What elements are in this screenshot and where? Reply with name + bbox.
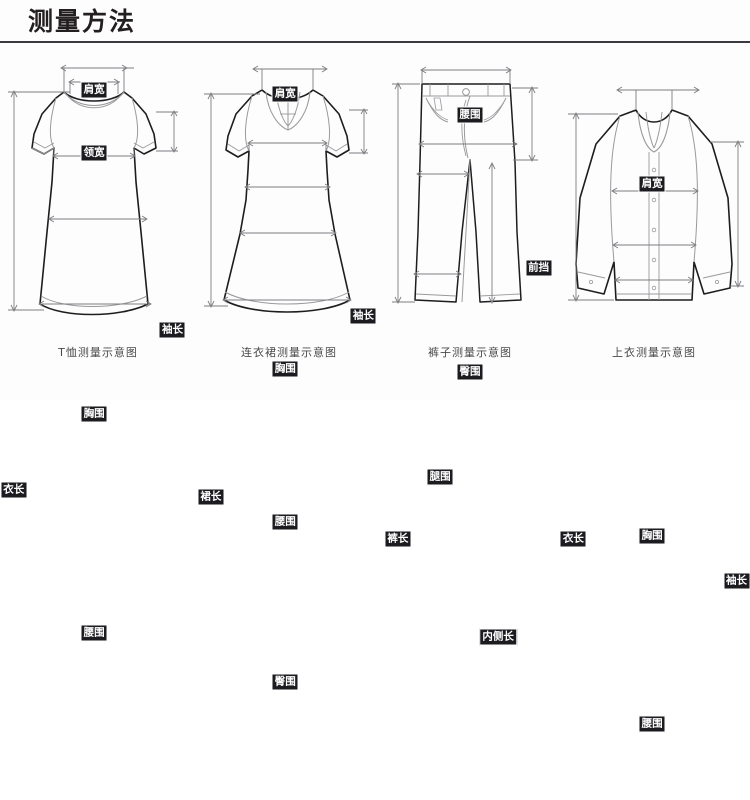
measure-label-garment-length: 衣长 [0, 481, 28, 499]
measure-label-front-rise: 前挡 [525, 259, 553, 277]
measure-label-waist: 腰围 [456, 106, 484, 124]
measure-label-hip: 臀围 [271, 673, 299, 691]
figure-caption-top: 上衣测量示意图 [612, 346, 696, 359]
title-divider [0, 41, 750, 43]
tshirt-diagram [0, 52, 196, 350]
figure-caption-tshirt: T恤测量示意图 [58, 346, 138, 359]
measure-label-shoulder-width: 肩宽 [638, 175, 666, 193]
measure-label-thigh: 腿围 [426, 468, 454, 486]
measure-label-inseam: 内侧长 [479, 628, 517, 646]
measure-label-shoulder-width: 肩宽 [80, 81, 108, 99]
measure-label-waist: 腰围 [271, 513, 299, 531]
measure-label-bust: 胸围 [271, 360, 299, 378]
top-diagram [558, 52, 750, 350]
measure-label-waist: 腰围 [638, 715, 666, 733]
measure-label-hip: 臀围 [456, 363, 484, 381]
measure-label-bust: 胸围 [80, 405, 108, 423]
measure-label-sleeve-length: 袖长 [158, 321, 186, 339]
figure-caption-pants: 裤子测量示意图 [428, 346, 512, 359]
page-title: 测量方法 [28, 7, 137, 36]
figure-panel-top: 肩宽衣长胸围袖长腰围下摆围 上衣测量示意图 [558, 52, 750, 733]
measure-label-bust: 胸围 [638, 527, 666, 545]
pants-diagram [382, 52, 558, 350]
measure-label-sleeve-length: 袖长 [723, 572, 750, 590]
figure-panel-dress: 肩宽袖长胸围裙长腰围臀围下摆围 连衣裙测量示意图 [196, 52, 382, 691]
measure-label-waist: 腰围 [80, 624, 108, 642]
figure-panel-pants: 腰围前挡臀围腿围裤长内侧长脚围 裤子测量示意图 [382, 52, 558, 646]
measure-label-skirt-length: 裙长 [197, 488, 225, 506]
figure-caption-dress: 连衣裙测量示意图 [241, 346, 337, 359]
figure-panel-tshirt: 肩宽领宽袖长胸围衣长腰围下摆围 T恤测量示意图 [0, 52, 196, 642]
measure-label-pants-length: 裤长 [384, 530, 412, 548]
measure-label-shoulder-width: 肩宽 [271, 85, 299, 103]
measurement-guide-page: 测量方法 [0, 0, 750, 733]
measure-label-garment-length: 衣长 [559, 530, 587, 548]
header: 测量方法 [0, 0, 750, 46]
measure-label-neck-width: 领宽 [80, 144, 108, 162]
measure-label-sleeve-length: 袖长 [349, 307, 377, 325]
